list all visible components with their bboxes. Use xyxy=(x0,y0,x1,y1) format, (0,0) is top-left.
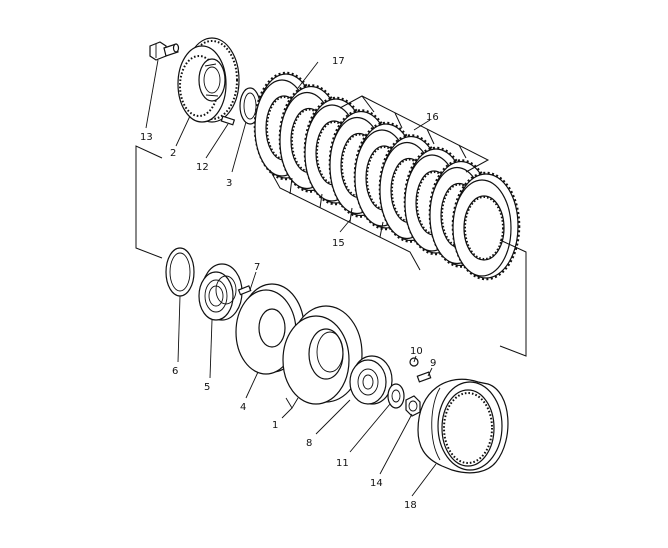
callout-6: 6 xyxy=(172,366,178,377)
callout-8: 8 xyxy=(306,438,312,449)
callout-1: 1 xyxy=(272,420,278,431)
right-assembly-bracket xyxy=(499,239,527,357)
clutch-disc-pack xyxy=(253,71,521,281)
callout-13: 13 xyxy=(140,132,153,143)
part-8-spring-retainer xyxy=(349,355,393,405)
callout-labels: 13 2 12 3 17 16 15 7 6 5 4 1 8 11 10 9 1… xyxy=(140,56,439,511)
left-assembly-bracket xyxy=(135,145,163,259)
callout-15: 15 xyxy=(332,238,345,249)
callout-5: 5 xyxy=(204,382,210,393)
callout-16: 16 xyxy=(426,112,439,123)
callout-7: 7 xyxy=(254,262,260,273)
callout-2: 2 xyxy=(170,148,176,159)
part-6-snap-ring xyxy=(165,247,195,297)
part-5-retainer xyxy=(198,263,243,321)
callout-3: 3 xyxy=(226,178,232,189)
callout-10: 10 xyxy=(410,346,423,357)
callout-11: 11 xyxy=(336,458,349,469)
part-1-piston xyxy=(282,305,363,405)
leader-lines xyxy=(145,59,437,497)
clutch-disc xyxy=(451,171,521,281)
part-2-hub xyxy=(177,37,240,123)
part-15-bracket xyxy=(269,169,421,271)
part-14-nut xyxy=(405,395,421,417)
part-9-screw xyxy=(416,371,432,383)
callout-17: 17 xyxy=(332,56,345,67)
callout-18: 18 xyxy=(404,500,417,511)
part-16-bracket xyxy=(339,95,490,173)
part-7-pin xyxy=(237,285,252,296)
callout-9: 9 xyxy=(430,358,436,369)
callout-14: 14 xyxy=(370,478,383,489)
part-13-bolt xyxy=(149,41,180,61)
part-11-washer xyxy=(387,383,405,409)
callout-12: 12 xyxy=(196,162,209,173)
part-18-drum xyxy=(417,378,509,474)
part-12-pin xyxy=(220,115,236,126)
callout-4: 4 xyxy=(240,402,246,413)
